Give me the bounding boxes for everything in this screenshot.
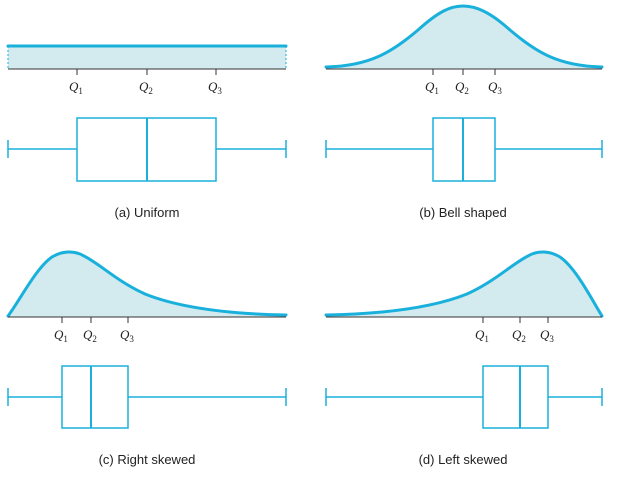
uniform-density-area <box>8 46 286 69</box>
bell-density-curve <box>324 4 604 69</box>
panel-uniform: Q1 Q2 Q3 (a) Uniform <box>6 44 288 220</box>
left-skewed-q2-label: Q2 <box>512 327 526 344</box>
panel-right-skewed: Q1 Q2 Q3 (c) Right skewed <box>6 250 288 467</box>
right-skewed-q1-label: Q1 <box>54 327 68 344</box>
right-skewed-box <box>61 365 129 429</box>
uniform-q1-label: Q1 <box>69 79 83 96</box>
left-skewed-caption: (d) Left skewed <box>419 452 508 467</box>
bell-density-area <box>326 6 602 69</box>
right-skewed-q2-label: Q2 <box>83 327 97 344</box>
left-skewed-density-curve <box>324 250 604 318</box>
left-skewed-box <box>482 365 549 429</box>
panel-bell-shaped: Q1 Q2 Q3 (b) Bell shaped <box>324 4 604 220</box>
panel-left-skewed: Q1 Q2 Q3 (d) Left skewed <box>324 250 604 467</box>
left-skewed-q1-label: Q1 <box>475 327 489 344</box>
bell-caption: (b) Bell shaped <box>419 205 506 220</box>
bell-q3-label: Q3 <box>488 79 502 96</box>
right-skewed-density-area <box>8 251 286 317</box>
right-skewed-caption: (c) Right skewed <box>99 452 196 467</box>
bell-q2-label: Q2 <box>455 79 469 96</box>
uniform-q3-label: Q3 <box>208 79 222 96</box>
right-skewed-q3-label: Q3 <box>120 327 134 344</box>
left-skewed-q3-label: Q3 <box>540 327 554 344</box>
bell-q1-label: Q1 <box>425 79 439 96</box>
uniform-caption: (a) Uniform <box>114 205 179 220</box>
right-skewed-density-curve <box>6 250 288 318</box>
left-skewed-density-area <box>326 251 602 317</box>
uniform-q2-label: Q2 <box>139 79 153 96</box>
